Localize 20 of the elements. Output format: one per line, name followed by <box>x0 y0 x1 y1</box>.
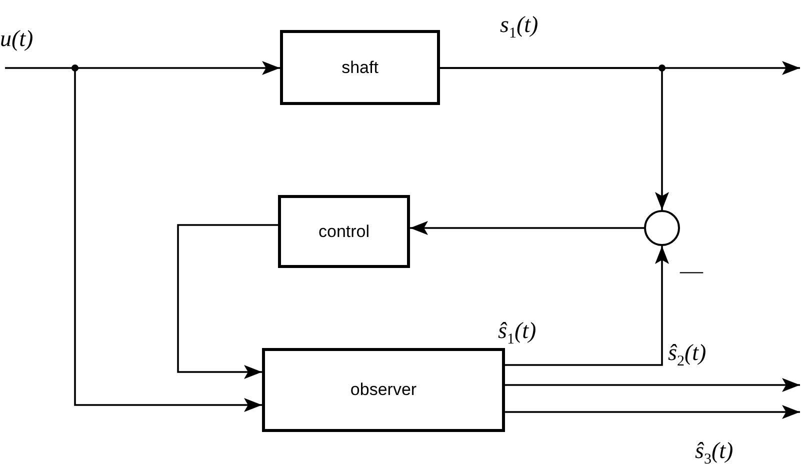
arrow <box>440 67 669 210</box>
block-box <box>280 30 440 105</box>
arrow <box>505 246 669 366</box>
block-box <box>262 348 505 432</box>
minus-sign: — <box>680 258 703 284</box>
arrow <box>410 221 644 235</box>
block-label: shaft <box>342 58 378 78</box>
block-label: observer <box>350 380 417 400</box>
signal-label: ŝ$_{1}$(t) <box>498 318 536 348</box>
signal-label: u(t) <box>0 26 34 52</box>
arrow <box>505 378 800 392</box>
signal-label: ŝ$_{2}$(t) <box>668 340 706 370</box>
arrow <box>505 405 800 419</box>
block-label: control <box>318 222 370 242</box>
signal-label: ŝ$_{3}$(t) <box>695 438 734 468</box>
signal-label: s$_{1}$(t) <box>500 12 538 42</box>
block-box <box>278 195 410 268</box>
arrow <box>177 224 278 379</box>
arrow <box>5 61 280 75</box>
summing-junction <box>644 210 680 246</box>
